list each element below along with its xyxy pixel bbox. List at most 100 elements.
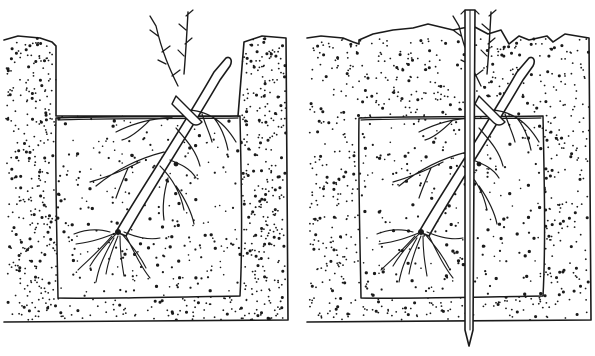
soil-dot (30, 210, 32, 212)
soil-dot (9, 89, 11, 91)
soil-dot (312, 223, 314, 225)
soil-dot (312, 47, 314, 49)
pit-soil-dot (200, 277, 202, 279)
pit-soil-dot (500, 237, 503, 240)
soil-dot (319, 187, 321, 189)
soil-dot (546, 316, 548, 318)
soil-dot (354, 261, 356, 263)
soil-dot (267, 317, 270, 320)
soil-dot (15, 233, 18, 236)
soil-dot (38, 171, 41, 174)
pit-soil-dot (442, 146, 444, 148)
soil-dot (550, 106, 552, 108)
pit-soil-dot (186, 174, 188, 176)
soil-dot (547, 220, 549, 222)
pit-soil-dot (456, 207, 458, 209)
soil-dot (336, 249, 338, 251)
soil-dot (284, 102, 286, 104)
soil-dot (564, 58, 566, 60)
soil-dot (401, 319, 403, 321)
pit-soil-dot (518, 252, 520, 254)
soil-dot (347, 70, 349, 72)
soil-dot (558, 129, 560, 131)
soil-dot (325, 75, 328, 78)
soil-dot (554, 176, 556, 178)
soil-dot (332, 240, 334, 242)
pit-outline (56, 116, 242, 298)
pit-soil-dot (153, 165, 155, 167)
soil-dot (24, 273, 26, 275)
soil-dot (33, 72, 35, 74)
soil-dot (483, 67, 485, 69)
soil-dot (550, 48, 553, 51)
pit-soil-dot (411, 203, 414, 206)
soil-dot (38, 277, 40, 279)
soil-dot (563, 147, 565, 149)
soil-dot (49, 238, 52, 241)
soil-dot (24, 268, 26, 270)
soil-dot (5, 118, 7, 120)
soil-dot (311, 194, 313, 196)
soil-dot (20, 241, 23, 244)
soil-dot (497, 303, 500, 306)
pit-soil-dot (112, 196, 114, 198)
soil-dot (435, 98, 437, 100)
soil-dot (35, 92, 37, 94)
soil-dot (358, 282, 360, 284)
soil-dot (274, 309, 276, 311)
soil-dot (312, 69, 314, 71)
soil-dot (544, 85, 546, 87)
soil-dot (335, 182, 337, 184)
soil-dot (256, 154, 258, 156)
soil-dot (309, 230, 311, 232)
soil-dot (341, 276, 343, 278)
pit-soil-dot (540, 276, 542, 278)
soil-dot (517, 112, 520, 115)
pit-soil-dot (214, 172, 216, 174)
soil-dot (491, 63, 494, 66)
pit-soil-dot (57, 206, 59, 208)
soil-dot (534, 315, 537, 318)
pit-soil-dot (522, 137, 524, 139)
soil-dot (318, 314, 320, 316)
soil-dot (246, 57, 249, 60)
soil-dot (318, 248, 320, 250)
soil-dot (587, 281, 590, 284)
soil-dot (258, 137, 260, 139)
soil-dot (30, 55, 32, 57)
soil-dot (38, 123, 40, 125)
soil-dot (255, 255, 258, 258)
pit-soil-dot (206, 270, 208, 272)
soil-dot (427, 38, 429, 40)
soil-dot (503, 46, 506, 49)
soil-dot (247, 164, 249, 166)
soil-dot (34, 156, 36, 158)
soil-dot (243, 138, 245, 140)
pit-soil-dot (407, 152, 409, 154)
soil-dot (322, 80, 324, 82)
soil-dot (256, 281, 258, 283)
soil-dot (15, 151, 17, 153)
soil-dot (51, 63, 53, 65)
soil-dot (587, 160, 589, 162)
soil-dot (15, 187, 17, 189)
soil-dot (319, 217, 322, 220)
soil-dot (52, 289, 54, 291)
pit-soil-dot (112, 202, 114, 204)
soil-dot (50, 132, 52, 134)
soil-dot (151, 306, 153, 308)
pit-soil-dot (389, 222, 391, 224)
soil-dot (317, 204, 319, 206)
soil-dot (281, 296, 284, 299)
soil-dot (254, 270, 256, 272)
soil-dot (550, 276, 552, 278)
pit-soil-dot (207, 276, 209, 278)
soil-dot (516, 311, 519, 314)
soil-dot (276, 113, 278, 115)
soil-dot (49, 227, 51, 229)
soil-dot (547, 274, 549, 276)
soil-dot (249, 44, 251, 46)
pit-soil-dot (77, 184, 79, 186)
soil-dot (546, 115, 548, 117)
soil-dot (547, 121, 549, 123)
